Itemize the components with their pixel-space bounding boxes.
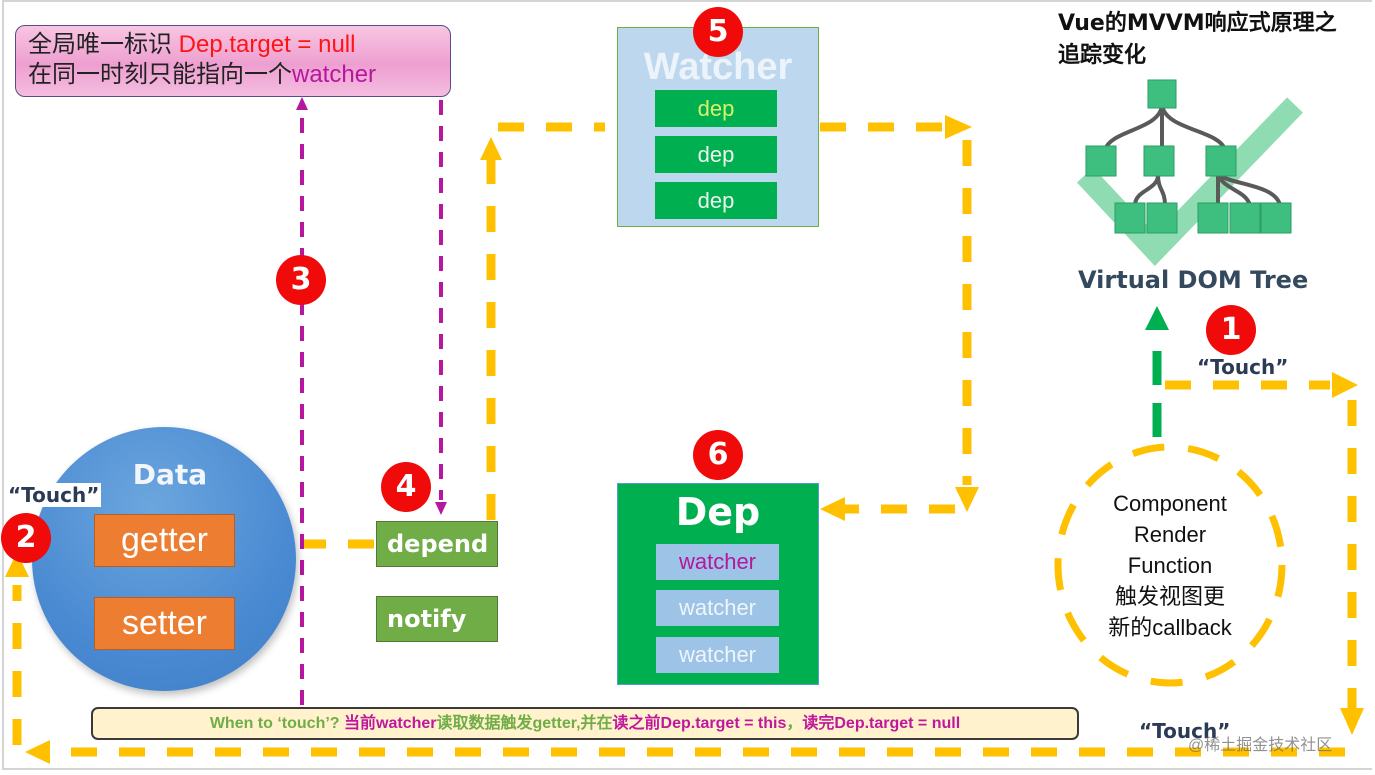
dep-watcher-item: watcher	[656, 590, 779, 626]
dep-watcher-item: watcher	[656, 544, 779, 580]
component-render-text: Component Render Function 触发视图更 新的callba…	[1108, 491, 1232, 640]
touch-label-data: “Touch”	[6, 483, 102, 507]
arrow-down-to-depend	[435, 502, 447, 515]
when-to-touch-note: When to ‘touch’? 当前watcher读取数据触发getter,并…	[91, 707, 1079, 740]
step-badge-6: 6	[693, 430, 743, 480]
step-badge-1: 1	[1206, 305, 1256, 355]
checkmark-shape	[1076, 97, 1303, 266]
virtual-dom-label: Virtual DOM Tree	[1078, 266, 1309, 294]
arrow-up-to-note	[296, 97, 308, 110]
dep-target-null-text: Dep.target = null	[178, 31, 356, 58]
arrow-down-bottom-right	[1340, 708, 1364, 735]
touch-label-bottom: “Touch”	[1137, 719, 1233, 743]
arrow-into-dep	[820, 497, 845, 521]
dep-watcher-item: watcher	[656, 637, 779, 673]
dep-target-note: 全局唯一标识 Dep.target = null 在同一时刻只能指向一个watc…	[15, 25, 451, 97]
arrow-right-touch	[1332, 372, 1358, 398]
note-line-2: 在同一时刻只能指向一个watcher	[28, 61, 377, 88]
notify-box: notify	[376, 596, 498, 642]
arrow-up-to-watcher	[480, 137, 502, 160]
dep-title: Dep	[675, 490, 761, 534]
arrow-left-bottom	[25, 740, 50, 764]
watcher-highlight-text: watcher	[292, 61, 377, 88]
watcher-dep-item: dep	[655, 136, 777, 173]
watcher-dep-item: dep	[655, 182, 777, 219]
watermark: @稀土掘金技术社区	[1188, 737, 1333, 754]
title-line-2: 追踪变化	[1058, 43, 1147, 68]
depend-box: depend	[376, 521, 498, 567]
watcher-dep-item: dep	[655, 90, 777, 127]
arrow-up-left	[5, 552, 29, 577]
arrow-down-right	[955, 487, 979, 512]
setter-box: setter	[94, 597, 235, 650]
title-line-1: Vue的MVVM响应式原理之	[1058, 11, 1337, 36]
diagram-title: Vue的MVVM响应式原理之 追踪变化	[1058, 8, 1373, 72]
vdom-tree-icon	[1076, 79, 1303, 266]
step-badge-5: 5	[693, 7, 743, 57]
touch-label-render: “Touch”	[1195, 355, 1291, 379]
render-function-ring	[1054, 443, 1286, 687]
step-badge-2: 2	[1, 513, 51, 563]
getter-box: getter	[94, 514, 235, 567]
watcher-box: Watcher dep dep dep	[617, 27, 819, 227]
arrow-up-to-vdom	[1145, 306, 1169, 330]
step-badge-3: 3	[276, 255, 326, 305]
data-title: Data	[132, 458, 208, 491]
note-line-1: 全局唯一标识 Dep.target = null	[28, 31, 356, 58]
step-badge-4: 4	[381, 462, 431, 512]
arrow-right-watcher	[945, 115, 972, 139]
dep-box: Dep watcher watcher watcher	[617, 483, 819, 685]
